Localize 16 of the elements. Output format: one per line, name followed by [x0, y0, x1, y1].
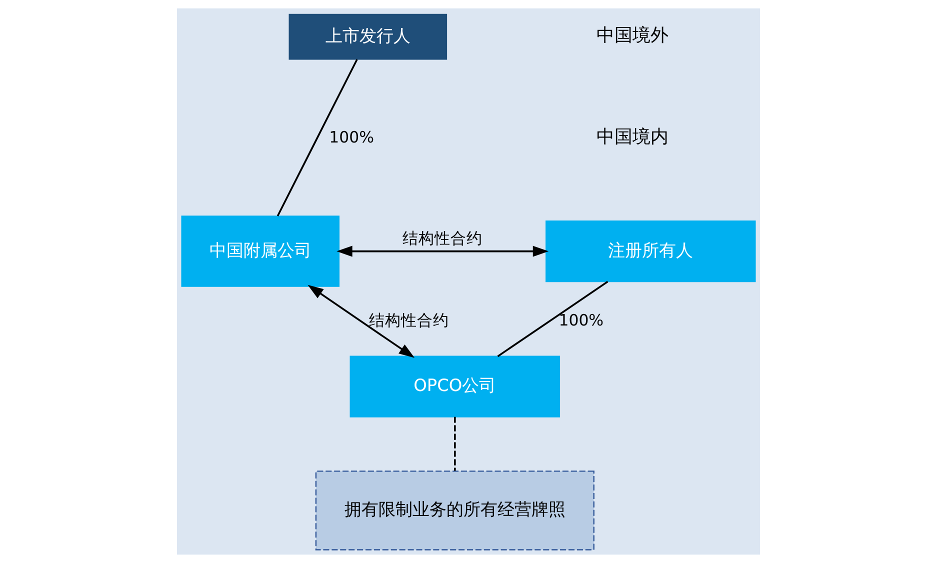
node-box: OPCO公司 — [349, 356, 560, 418]
node-box: 拥有限制业务的所有经营牌照 — [314, 470, 594, 550]
node-box: 上市发行人 — [288, 14, 447, 60]
connector — [496, 280, 608, 358]
connector — [454, 416, 456, 471]
arrow — [336, 246, 548, 257]
connector — [276, 59, 358, 216]
edge-label: 100% — [328, 127, 374, 146]
edge-label: 结构性合约 — [402, 228, 482, 248]
label: 中国境内 — [596, 126, 668, 148]
node-box: 注册所有人 — [545, 220, 756, 282]
edge-label: 100% — [558, 310, 604, 330]
node-box: 中国附属公司 — [180, 216, 340, 287]
arrow — [307, 284, 414, 358]
edge-label: 结构性合约 — [368, 310, 448, 330]
label: 中国境外 — [596, 25, 668, 46]
